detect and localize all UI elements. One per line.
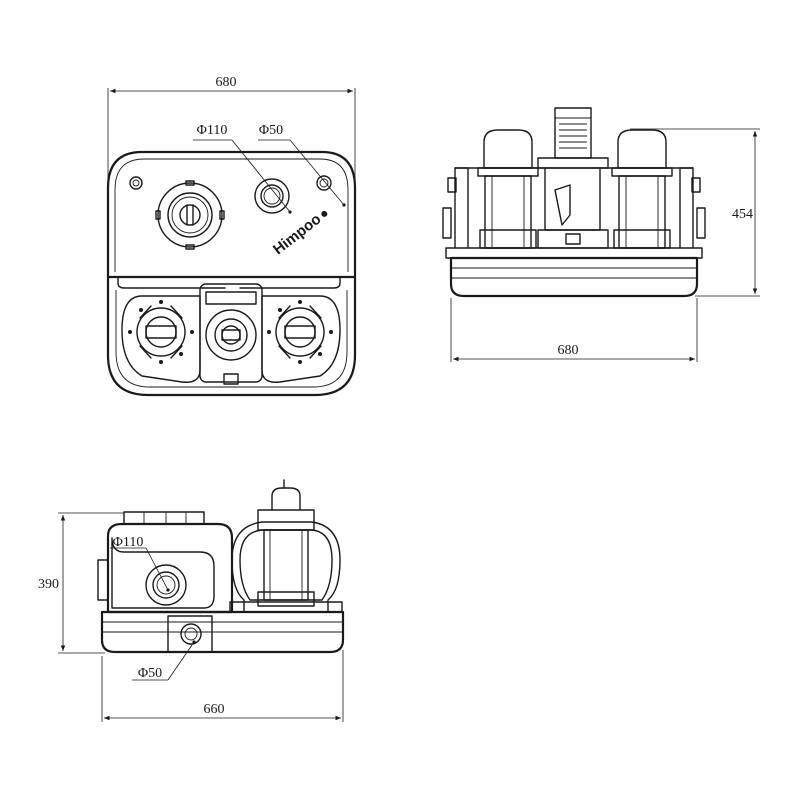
center-valve-housing [199, 283, 263, 385]
side-inlet-label: Φ110 [113, 535, 144, 550]
discharge-flange [155, 180, 225, 250]
side-view: 390 660 [38, 479, 345, 722]
side-tank [106, 522, 234, 614]
side-view-height-dimension: 390 [38, 512, 124, 654]
top-view: 680 [106, 75, 357, 397]
side-base [100, 610, 345, 654]
brand-logo: Himpoo [270, 211, 328, 259]
side-view-height-label: 390 [38, 577, 59, 592]
top-lid-outline [106, 150, 357, 279]
front-base [449, 256, 699, 298]
side-outlet-phi50 [167, 615, 213, 653]
front-view-height-label: 454 [732, 207, 753, 222]
front-center-pipe [537, 107, 609, 249]
inlet-port-phi110 [254, 178, 290, 214]
right-pump-well [261, 295, 341, 383]
side-pump [229, 479, 343, 613]
top-vent-label: Φ50 [259, 123, 283, 138]
front-view: 454 680 [442, 107, 760, 362]
front-view-height-dimension: 454 [630, 128, 760, 297]
side-view-width-label: 660 [204, 702, 225, 717]
front-view-width-label: 680 [558, 343, 579, 358]
top-view-width-label: 680 [216, 75, 237, 90]
top-view-width-dimension: 680 [107, 75, 356, 265]
brand-text: Himpoo [270, 211, 324, 259]
top-inlet-label: Φ110 [197, 123, 228, 138]
left-pump-head [128, 300, 194, 364]
side-view-width-dimension: 660 [101, 650, 344, 722]
tank-body-outline [106, 275, 357, 397]
front-right-pump [611, 129, 673, 249]
left-pump-well [121, 295, 201, 383]
vent-port-phi50 [316, 175, 332, 191]
front-view-width-dimension: 680 [450, 298, 698, 362]
side-inlet-phi110 [145, 564, 187, 606]
front-left-pump [477, 129, 539, 249]
side-outlet-label: Φ50 [138, 666, 162, 681]
bolt-hole-left [129, 176, 143, 190]
right-pump-head [267, 300, 333, 364]
